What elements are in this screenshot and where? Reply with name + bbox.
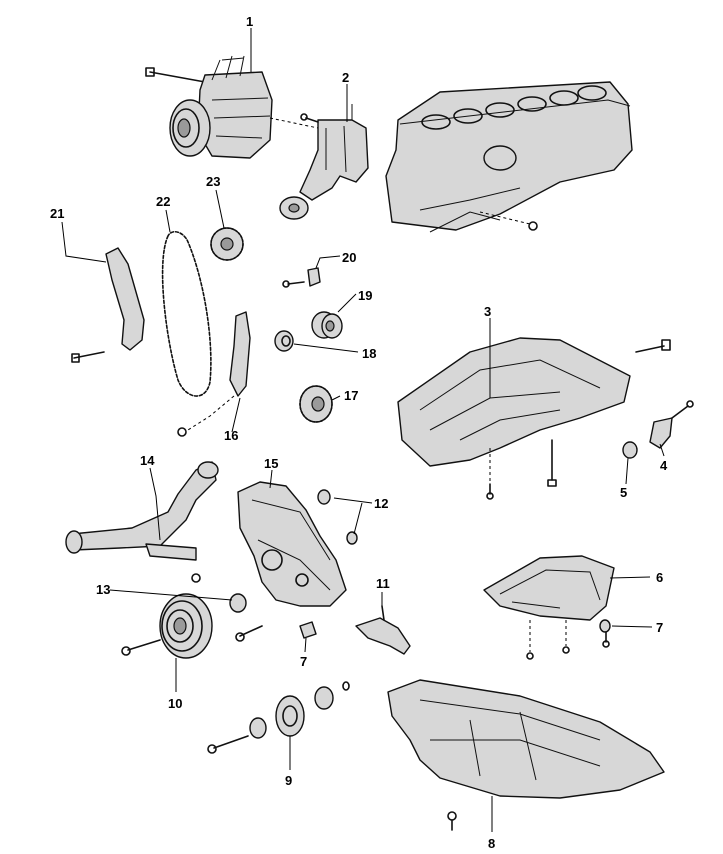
callout-labels: 1 2 3 4 5 6 7 7 8 9 10 11 12 13 14 15 16… xyxy=(50,14,668,851)
callout-19: 19 xyxy=(358,288,372,303)
crankshaft-gear-part xyxy=(299,385,333,423)
engine-under-cover-part xyxy=(387,679,665,831)
small-bracket-part xyxy=(282,267,321,288)
idler-pulley-part xyxy=(207,681,350,754)
callout-8: 8 xyxy=(488,836,495,851)
callout-4: 4 xyxy=(660,458,668,473)
callout-6: 6 xyxy=(656,570,663,585)
tensioner-guide-part xyxy=(177,311,251,437)
callout-1: 1 xyxy=(246,14,253,29)
callout-5: 5 xyxy=(620,485,627,500)
callout-16: 16 xyxy=(224,428,238,443)
callout-17: 17 xyxy=(344,388,358,403)
callout-20: 20 xyxy=(342,250,356,265)
oil-pan-lower-part xyxy=(483,555,615,660)
callout-21: 21 xyxy=(50,206,64,221)
drain-plug-part xyxy=(622,441,638,459)
timing-chain-part xyxy=(161,230,212,397)
ac-compressor-part xyxy=(145,55,319,159)
callout-13: 13 xyxy=(96,582,110,597)
chain-guide-part xyxy=(71,247,145,363)
callout-14: 14 xyxy=(140,453,155,468)
timing-cover-part xyxy=(237,481,347,607)
callout-18: 18 xyxy=(362,346,376,361)
camshaft-sprocket-part xyxy=(210,227,244,261)
bracket-tensioner-part xyxy=(279,104,369,220)
callout-10: 10 xyxy=(168,696,182,711)
engine-mount-bracket-part xyxy=(355,605,411,655)
engine-block-part xyxy=(385,81,633,233)
oil-level-sensor-part xyxy=(649,400,694,449)
crankshaft-pulley-part xyxy=(121,593,263,659)
callout-3: 3 xyxy=(484,304,491,319)
callout-7-right: 7 xyxy=(656,620,663,635)
callout-2: 2 xyxy=(342,70,349,85)
drain-plug-right-part xyxy=(599,619,611,648)
idler-gear-part xyxy=(311,311,343,339)
spacer-part xyxy=(229,593,247,613)
oil-seal-part xyxy=(274,330,294,352)
callout-23: 23 xyxy=(206,174,220,189)
leader-lines xyxy=(61,28,665,832)
callout-9: 9 xyxy=(285,773,292,788)
callout-15: 15 xyxy=(264,456,278,471)
cover-seal-part xyxy=(317,489,358,545)
oil-strainer-tube-part xyxy=(65,461,219,583)
mounting-clip-left-part xyxy=(299,621,317,639)
callout-7-left: 7 xyxy=(300,654,307,669)
callout-11: 11 xyxy=(376,576,390,591)
oil-pan-upper-part xyxy=(397,337,671,500)
callout-12: 12 xyxy=(374,496,388,511)
callout-22: 22 xyxy=(156,194,170,209)
